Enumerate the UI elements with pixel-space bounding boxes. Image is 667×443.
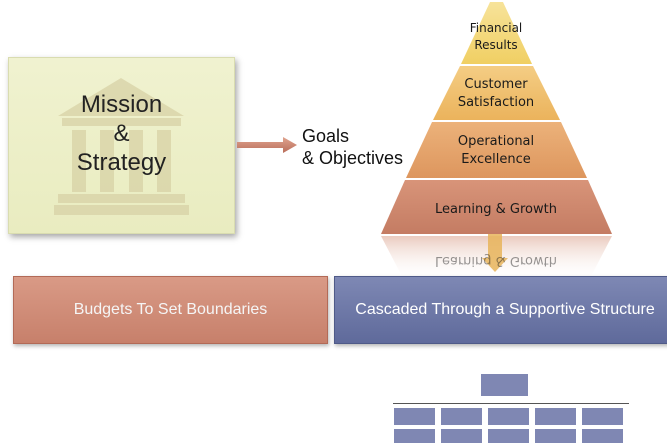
cascade-band: Cascaded Through a Supportive Structure [334,276,667,344]
financial-results-label: Financial Results [469,21,523,52]
pyramid-level-learning [381,180,612,234]
right-arrow-icon [237,137,297,153]
org-chart-icon [393,374,629,443]
org-chart-box [535,429,576,443]
ampersand-label: & [113,120,130,147]
balanced-scorecard-pyramid: Financial Results Customer Satisfaction … [380,0,620,285]
mission-label: Mission [80,91,163,118]
pyramid-level-operational [406,122,587,178]
org-chart-box [488,429,529,443]
org-chart-box [394,408,435,425]
strategy-label: Strategy [76,149,167,176]
pyramid-level-financial [461,2,532,64]
mission-strategy-box: Mission & Strategy [8,57,235,234]
org-chart-top-box [481,374,528,396]
operational-excellence-label: Operational Excellence [457,134,535,167]
learning-growth-reflection: Learning & Growth [435,253,557,268]
pyramid-level-customer [433,66,560,120]
mission-strategy-text: Mission & Strategy [9,90,234,177]
goals-label: Goals [302,126,350,146]
org-chart-box [582,408,623,425]
org-chart-box [582,429,623,443]
org-chart-box [535,408,576,425]
org-chart-box [441,408,482,425]
org-chart-box [394,429,435,443]
down-arrow-icon [482,234,508,272]
temple-icon [54,78,189,215]
objectives-label: & Objectives [302,148,404,168]
org-chart-box [488,408,529,425]
org-chart-box [441,429,482,443]
learning-growth-label: Learning & Growth [435,202,557,217]
goals-objectives-text: Goals & Objectives [302,125,403,169]
budgets-band: Budgets To Set Boundaries [13,276,328,344]
customer-satisfaction-label: Customer Satisfaction [457,77,535,110]
